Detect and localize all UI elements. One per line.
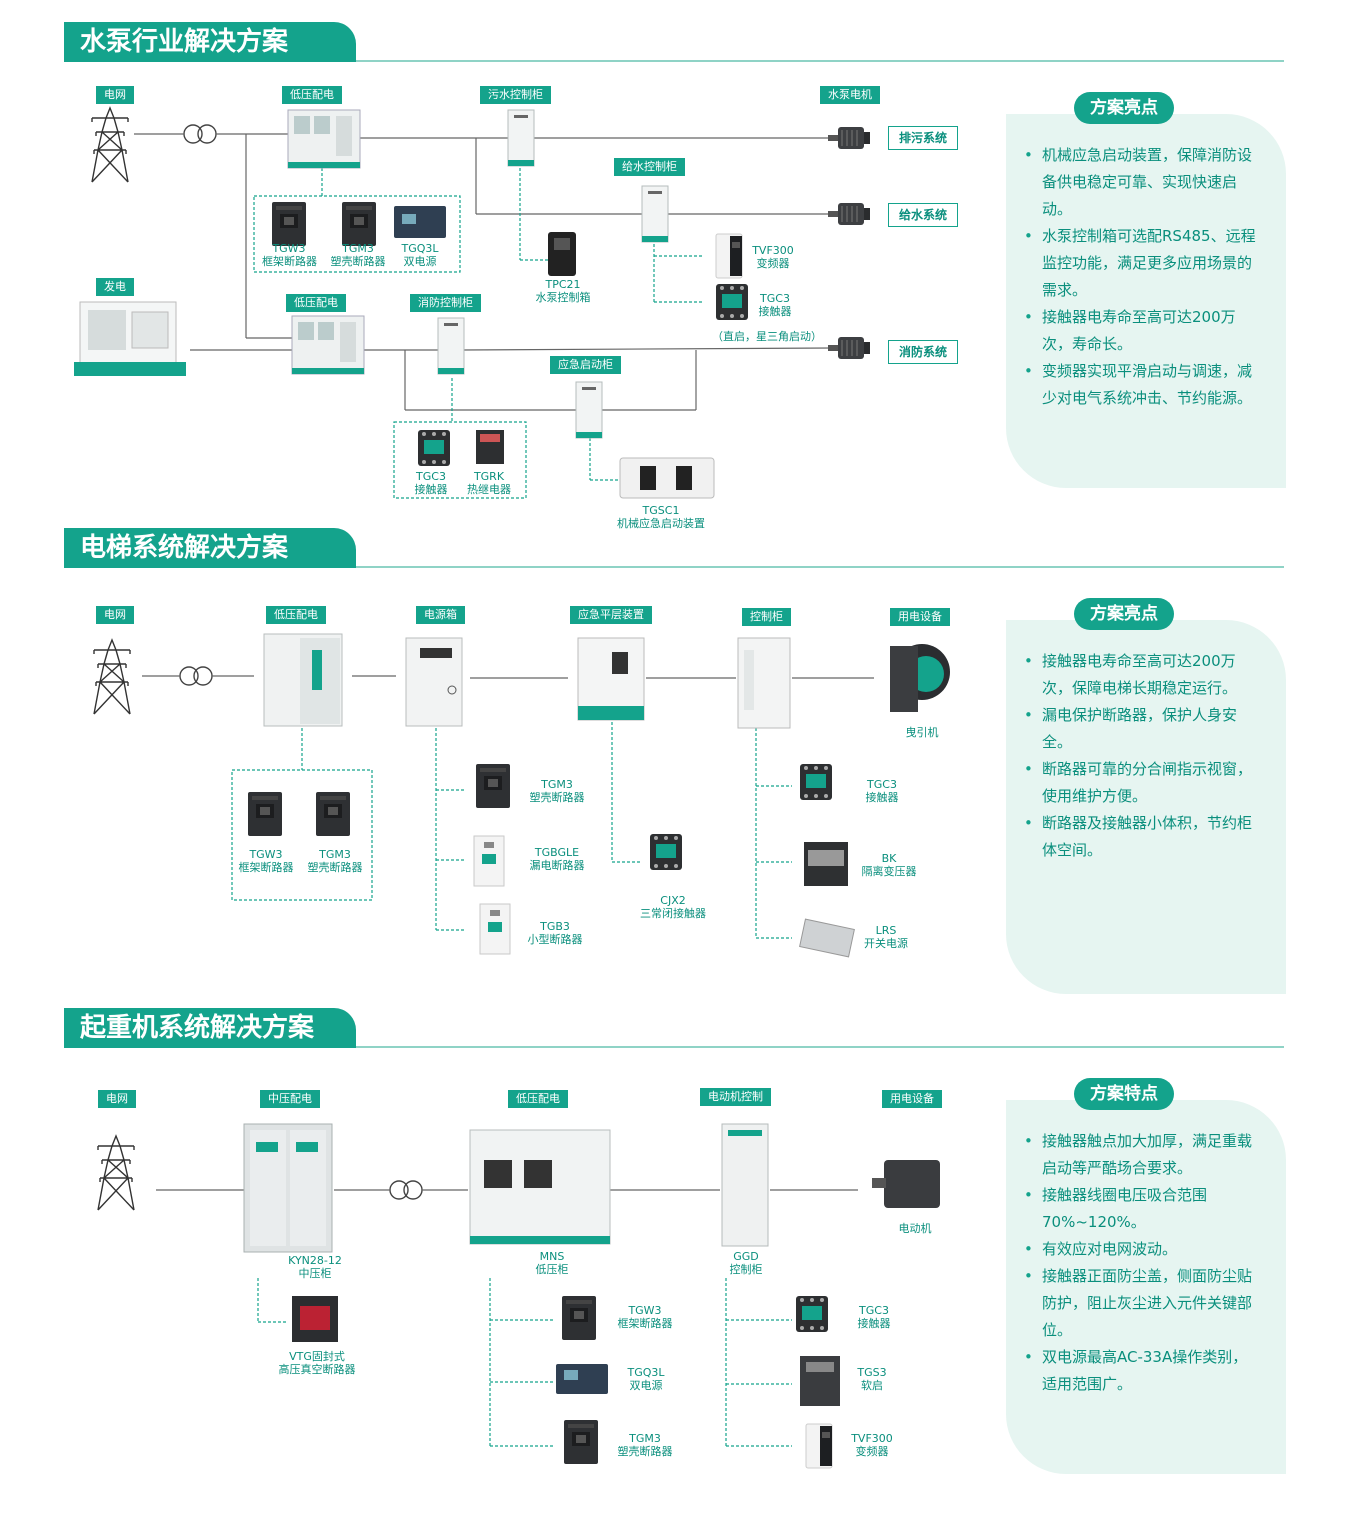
tag-lv-distribution-2: 低压配电 xyxy=(286,294,346,312)
crane-point-1: 接触器触点加大加厚，满足重载启动等严酷场合要求。 xyxy=(1022,1128,1262,1182)
pump-point-1: 机械应急启动装置，保障消防设备供电稳定可靠、实现快速启动。 xyxy=(1022,142,1262,223)
pump-section-title: 水泵行业解决方案 xyxy=(64,22,356,62)
elevator-point-2: 漏电保护断路器，保护人身安全。 xyxy=(1022,702,1262,756)
pump-point-3: 接触器电寿命至高可达200万次，寿命长。 xyxy=(1022,304,1262,358)
pump-highlights-panel: 机械应急启动装置，保障消防设备供电稳定可靠、实现快速启动。 水泵控制箱可选配RS… xyxy=(1006,114,1286,488)
elevator-point-4: 断路器及接触器小体积，节约柜体空间。 xyxy=(1022,810,1262,864)
system-fire: 消防系统 xyxy=(888,340,958,364)
elevator-section-title: 电梯系统解决方案 xyxy=(64,528,356,568)
crane-section-title: 起重机系统解决方案 xyxy=(64,1008,356,1048)
crane-point-2: 接触器线圈电压吸合范围70%~120%。 xyxy=(1022,1182,1262,1236)
motor-label: 电动机 xyxy=(898,1222,932,1235)
crane-point-3: 有效应对电网波动。 xyxy=(1022,1236,1262,1263)
tag-generator: 发电 xyxy=(96,278,134,296)
crane-features-panel: 接触器触点加大加厚，满足重载启动等严酷场合要求。 接触器线圈电压吸合范围70%~… xyxy=(1006,1100,1286,1474)
elevator-point-3: 断路器可靠的分合闸指示视窗，使用维护方便。 xyxy=(1022,756,1262,810)
tag-fire-cabinet: 消防控制柜 xyxy=(410,294,481,312)
system-water-supply: 给水系统 xyxy=(888,203,958,227)
tag-motor-control: 电动机控制 xyxy=(700,1088,771,1106)
crane-panel-title: 方案特点 xyxy=(1074,1078,1174,1110)
elevator-point-1: 接触器电寿命至高可达200万次，保障电梯长期稳定运行。 xyxy=(1022,648,1262,702)
tag-grid: 电网 xyxy=(96,606,134,624)
tag-equipment: 用电设备 xyxy=(890,608,950,626)
tag-lv-distribution: 低压配电 xyxy=(266,606,326,624)
pump-panel-title: 方案亮点 xyxy=(1074,92,1174,124)
tag-power-box: 电源箱 xyxy=(416,606,465,624)
crane-point-4: 接触器正面防尘盖，侧面防尘贴防护，阻止灰尘进入元件关键部位。 xyxy=(1022,1263,1262,1344)
tag-control-cabinet: 控制柜 xyxy=(742,608,791,626)
tag-pump-motor: 水泵电机 xyxy=(820,86,880,104)
tag-equipment: 用电设备 xyxy=(882,1090,942,1108)
tag-grid: 电网 xyxy=(98,1090,136,1108)
crane-divider xyxy=(356,1046,1284,1048)
traction-machine-label: 曳引机 xyxy=(905,726,939,739)
tag-sewage-cabinet: 污水控制柜 xyxy=(480,86,551,104)
pump-point-4: 变频器实现平滑启动与调速，减少对电气系统冲击、节约能源。 xyxy=(1022,358,1262,412)
tag-grid: 电网 xyxy=(96,86,134,104)
pump-point-2: 水泵控制箱可选配RS485、远程监控功能，满足更多应用场景的需求。 xyxy=(1022,223,1262,304)
start-method-note: （直启，星三角启动） xyxy=(712,330,822,343)
tag-water-cabinet: 给水控制柜 xyxy=(614,158,685,176)
tag-emergency-leveling: 应急平层装置 xyxy=(570,606,652,624)
tag-lv-distribution: 低压配电 xyxy=(508,1090,568,1108)
device-vtg: VTG固封式高压真空断路器 xyxy=(278,1350,356,1376)
tag-mv-distribution: 中压配电 xyxy=(260,1090,320,1108)
tag-lv-distribution: 低压配电 xyxy=(282,86,342,104)
crane-point-5: 双电源最高AC-33A操作类别，适用范围广。 xyxy=(1022,1344,1262,1398)
tag-emergency-cabinet: 应急启动柜 xyxy=(550,356,621,374)
pump-divider xyxy=(356,60,1284,62)
elevator-highlights-panel: 接触器电寿命至高可达200万次，保障电梯长期稳定运行。 漏电保护断路器，保护人身… xyxy=(1006,620,1286,994)
elevator-panel-title: 方案亮点 xyxy=(1074,598,1174,630)
elevator-divider xyxy=(356,566,1284,568)
system-drain: 排污系统 xyxy=(888,126,958,150)
